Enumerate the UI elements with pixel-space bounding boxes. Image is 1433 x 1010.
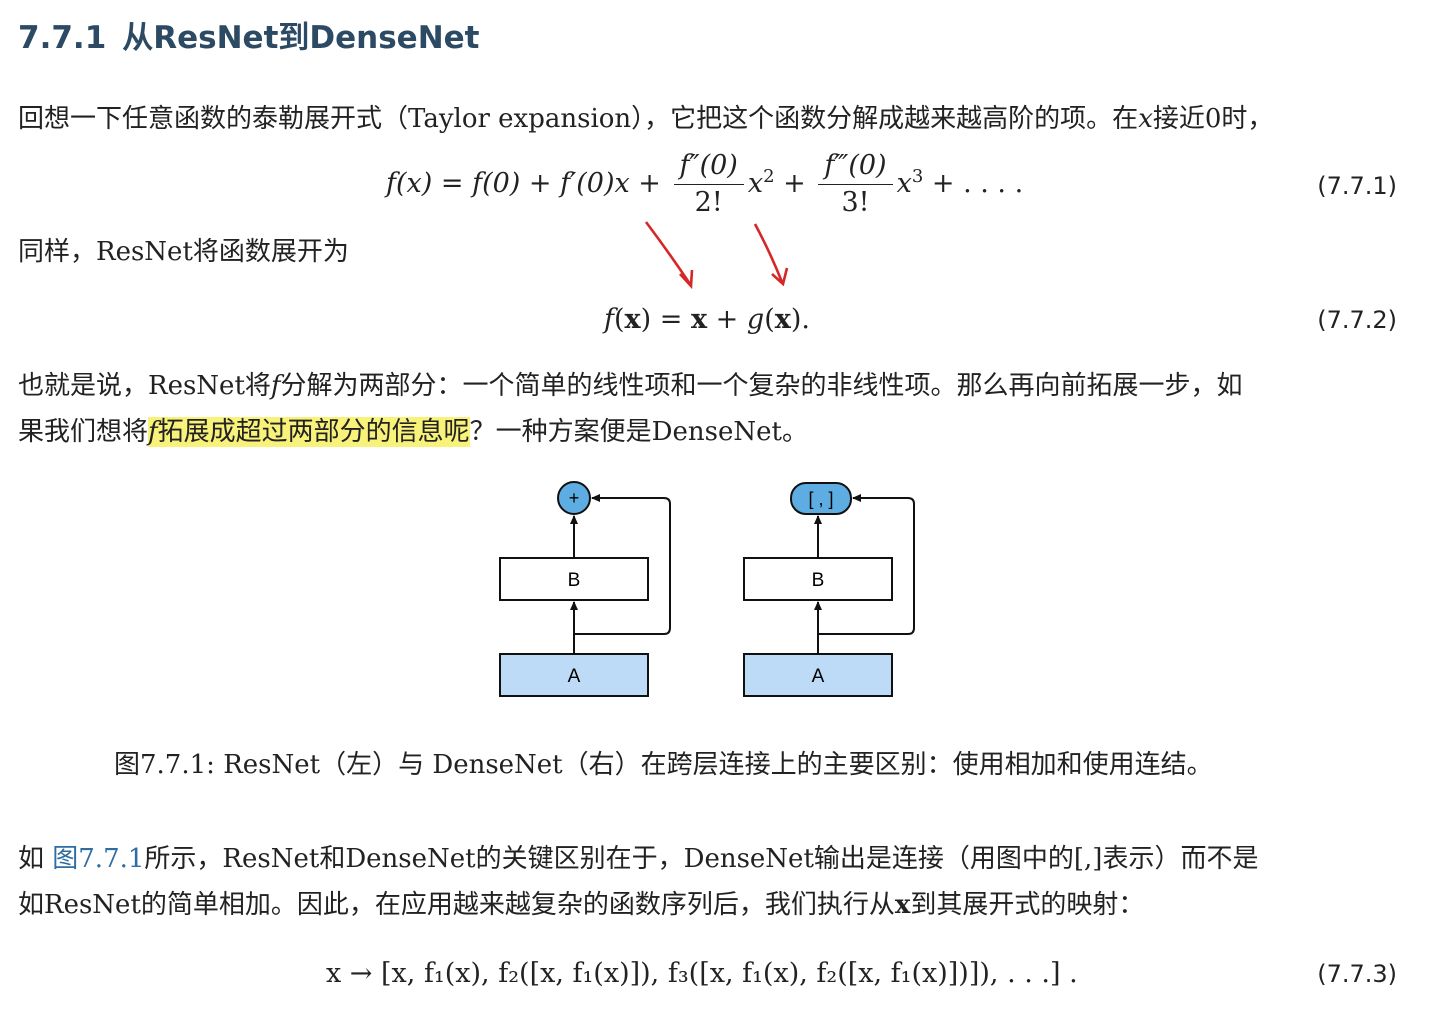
paragraph-text: 也就是说，ResNet将 — [18, 371, 271, 401]
eq1-lhs: f(x) = f(0) + f′(0)x + — [386, 168, 670, 199]
densenet-label-b: B — [812, 570, 825, 591]
paragraph-decompose-line1: 也就是说，ResNet将f分解为两部分：一个简单的线性项和一个复杂的非线性项。那… — [18, 363, 1243, 410]
resnet-block-a — [499, 653, 649, 697]
resnet-label-a: A — [568, 666, 581, 687]
equation-densenet-mapping: x → [x, f₁(x), f₂([x, f₁(x)]), f₃([x, f₁… — [326, 958, 1078, 989]
annotation-arrow-2 — [753, 223, 784, 283]
paragraph-text: ？一种方案便是DenseNet。 — [469, 417, 808, 447]
resnet-add-label: + — [569, 488, 580, 508]
eq2-paren: ( — [764, 304, 775, 335]
resnet-diagram: A B + — [499, 481, 671, 697]
paragraph-text: 所示，ResNet和DenseNet的关键区别在于，DenseNet输出是连接（… — [144, 844, 1259, 874]
eq2-f: f — [604, 304, 614, 335]
annotation-arrows — [644, 221, 789, 290]
eq2-op: + — [707, 304, 747, 335]
paragraph-text: 如ResNet的简单相加。因此，在应用越来越复杂的函数序列后，我们执行从 — [18, 890, 895, 920]
paragraph-text: 果我们想将 — [18, 417, 149, 447]
paragraph-text: 分解为两部分：一个简单的线性项和一个复杂的非线性项。那么再向前拓展一步，如 — [280, 371, 1243, 401]
eq1-exp: 2 — [763, 166, 775, 187]
densenet-diagram: A B [ , ] — [743, 482, 915, 697]
math-var-f: f — [270, 371, 281, 401]
equation-taylor: f(x) = f(0) + f′(0)x + f″(0)2!x2 + f‴(0)… — [386, 148, 1023, 221]
eq2-x: x — [774, 304, 791, 335]
annotation-arrowhead-1 — [679, 269, 694, 290]
eq2-paren: ( — [614, 304, 625, 335]
equation-number-2: (7.7.2) — [1317, 306, 1397, 334]
section-heading: 7.7.1 从ResNet到DenseNet — [18, 12, 480, 57]
resnet-add-node — [557, 481, 591, 515]
eq1-op: + — [774, 168, 815, 199]
eq1-term: x — [747, 168, 764, 199]
paragraph-taylor: 回想一下任意函数的泰勒展开式（Taylor expansion），它把这个函数分… — [18, 96, 1273, 143]
resnet-skip-connection — [574, 494, 671, 635]
eq1-term: x — [896, 168, 912, 199]
densenet-label-a: A — [812, 666, 825, 687]
caption-prefix: 图7.7.1: — [114, 750, 224, 780]
highlighted-text: f拓展成超过两部分的信息呢 — [148, 417, 470, 447]
eq1-exp: 3 — [911, 166, 924, 187]
figure-reference-link[interactable]: 图7.7.1 — [52, 844, 145, 874]
paragraph-difference-line1: 如 图7.7.1所示，ResNet和DenseNet的关键区别在于，DenseN… — [18, 836, 1258, 883]
densenet-block-a — [743, 653, 893, 697]
paragraph-text: 如 — [18, 844, 53, 874]
eq1-tail: + . . . . — [923, 168, 1024, 199]
resnet-block-b — [499, 557, 649, 601]
paragraph-text: 到其展开式的映射： — [910, 890, 1145, 920]
paragraph-text: 回想一下任意函数的泰勒展开式（Taylor expansion），它把这个函数分… — [18, 104, 1139, 134]
densenet-skip-connection — [818, 494, 915, 635]
densenet-block-b — [743, 557, 893, 601]
caption-text: ResNet（左）与 DenseNet（右）在跨层连接上的主要区别：使用相加和使… — [223, 750, 1213, 780]
eq1-frac-3: f‴(0)3! — [818, 148, 893, 221]
eq2-close: ). — [790, 304, 810, 335]
frac-numerator: f‴(0) — [818, 148, 893, 185]
math-var-x: x — [894, 890, 911, 920]
frac-numerator: f″(0) — [673, 148, 744, 185]
frac-denominator: 2! — [694, 187, 723, 218]
annotation-arrowhead-2 — [771, 267, 789, 287]
equation-number-3: (7.7.3) — [1317, 960, 1397, 988]
resnet-label-b: B — [568, 570, 581, 591]
eq2-eq: ) = — [640, 304, 691, 335]
eq2-x: x — [690, 304, 708, 335]
eq2-g: g — [746, 304, 765, 335]
eq1-frac-2: f″(0)2! — [673, 148, 744, 221]
highlight-text: 拓展成超过两部分的信息呢 — [157, 417, 470, 447]
densenet-concat-label: [ , ] — [808, 489, 833, 509]
eq2-x: x — [624, 304, 641, 335]
math-var-f: f — [148, 417, 158, 447]
math-var-x: x — [1138, 104, 1153, 134]
frac-denominator: 3! — [841, 187, 870, 218]
equation-resnet: f(x) = x + g(x). — [604, 304, 810, 335]
paragraph-text: 接近0时， — [1152, 104, 1274, 134]
section-title: 从ResNet到DenseNet — [122, 20, 480, 56]
paragraph-decompose-line2: 果我们想将f拓展成超过两部分的信息呢？一种方案便是DenseNet。 — [18, 409, 808, 456]
annotation-arrow-1 — [644, 221, 692, 285]
section-number: 7.7.1 — [18, 20, 107, 56]
figure-resnet-densenet: A B + A B [ , ] — [499, 481, 915, 697]
paragraph-resnet-expand: 同样，ResNet将函数展开为 — [18, 237, 349, 267]
equation-number-1: (7.7.1) — [1317, 172, 1397, 200]
figure-caption: 图7.7.1: ResNet（左）与 DenseNet（右）在跨层连接上的主要区… — [114, 744, 1213, 781]
densenet-concat-node — [790, 482, 852, 515]
paragraph-difference-line2: 如ResNet的简单相加。因此，在应用越来越复杂的函数序列后，我们执行从x到其展… — [18, 882, 1144, 929]
